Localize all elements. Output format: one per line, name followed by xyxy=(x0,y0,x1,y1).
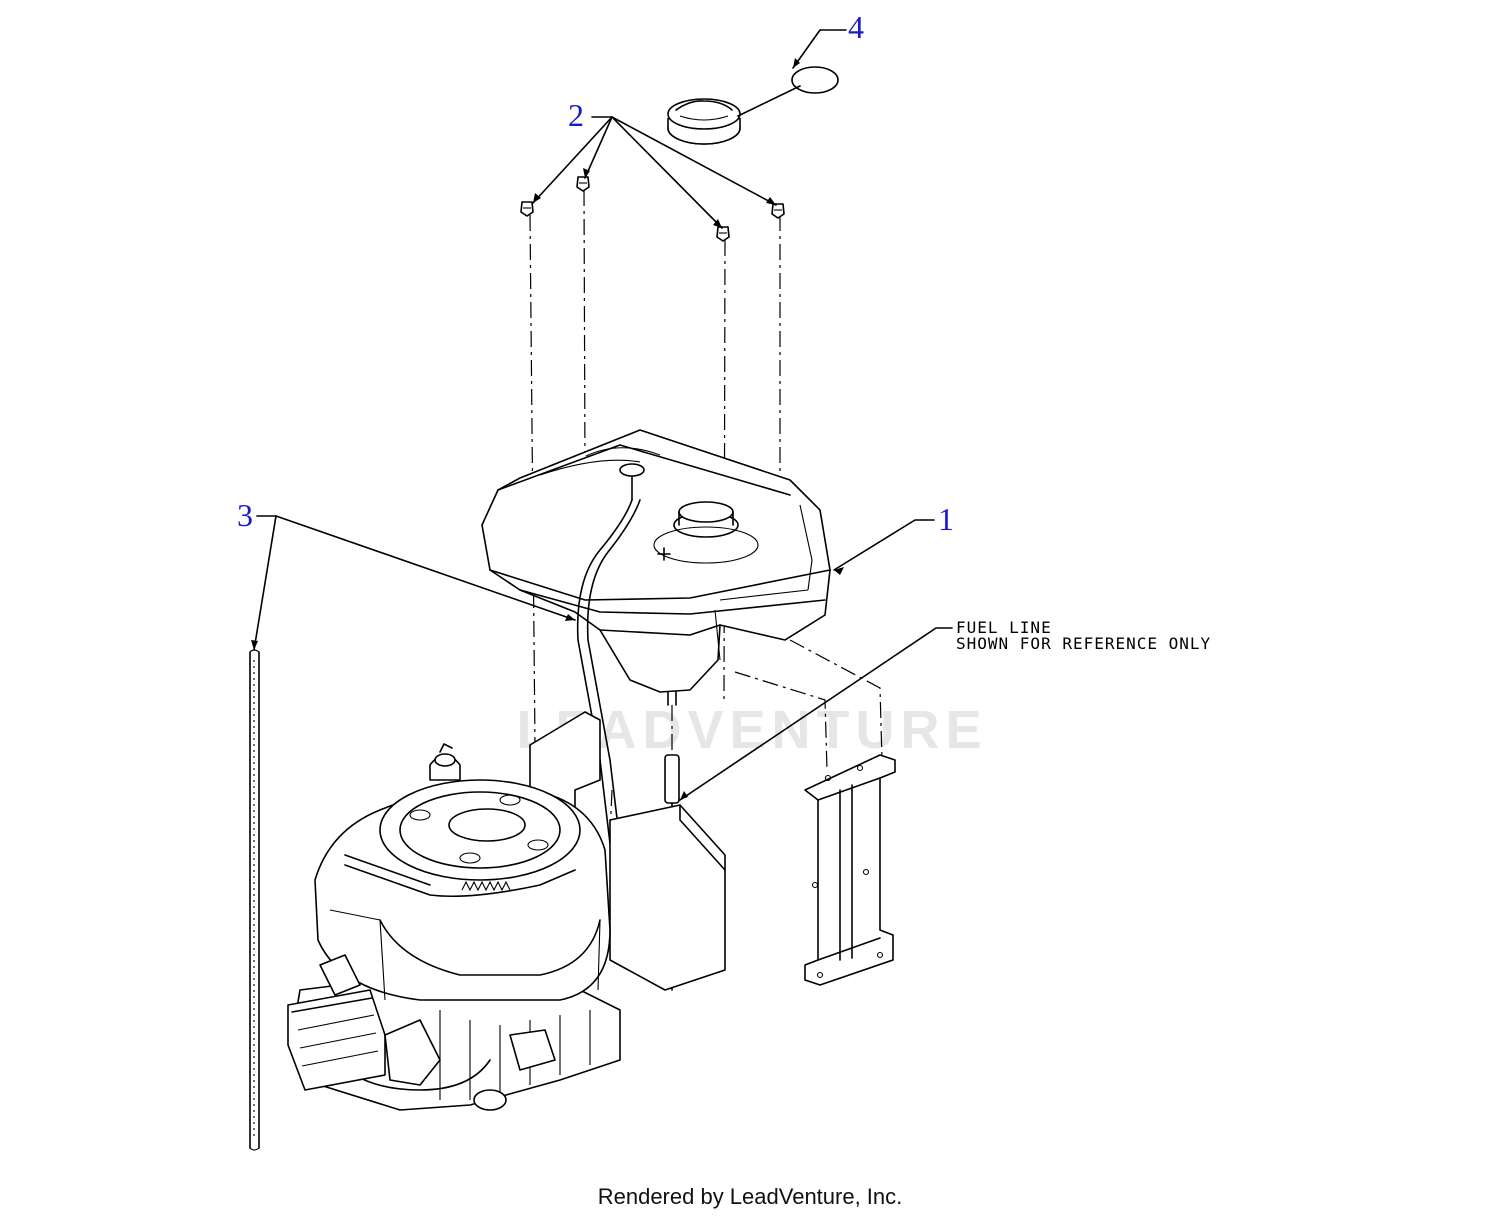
fuel-tank xyxy=(481,429,831,706)
footer-credit: Rendered by LeadVenture, Inc. xyxy=(597,1184,903,1209)
fuel-line-note-line1: FUEL LINE xyxy=(956,618,1052,637)
callout-3: 3 xyxy=(237,497,253,533)
fuel-cap xyxy=(667,66,839,145)
fuel-line-note-line2: SHOWN FOR REFERENCE ONLY xyxy=(956,634,1211,653)
callout-4: 4 xyxy=(848,9,864,45)
engine xyxy=(287,711,726,1111)
mounting-bracket xyxy=(804,754,896,986)
callout-1: 1 xyxy=(938,501,954,537)
fuel-tube-item-3 xyxy=(249,649,260,1151)
callout-2: 2 xyxy=(568,97,584,133)
leader-lines xyxy=(253,29,953,801)
leader-arrowheads xyxy=(251,58,844,800)
fastener-screws xyxy=(520,176,785,242)
